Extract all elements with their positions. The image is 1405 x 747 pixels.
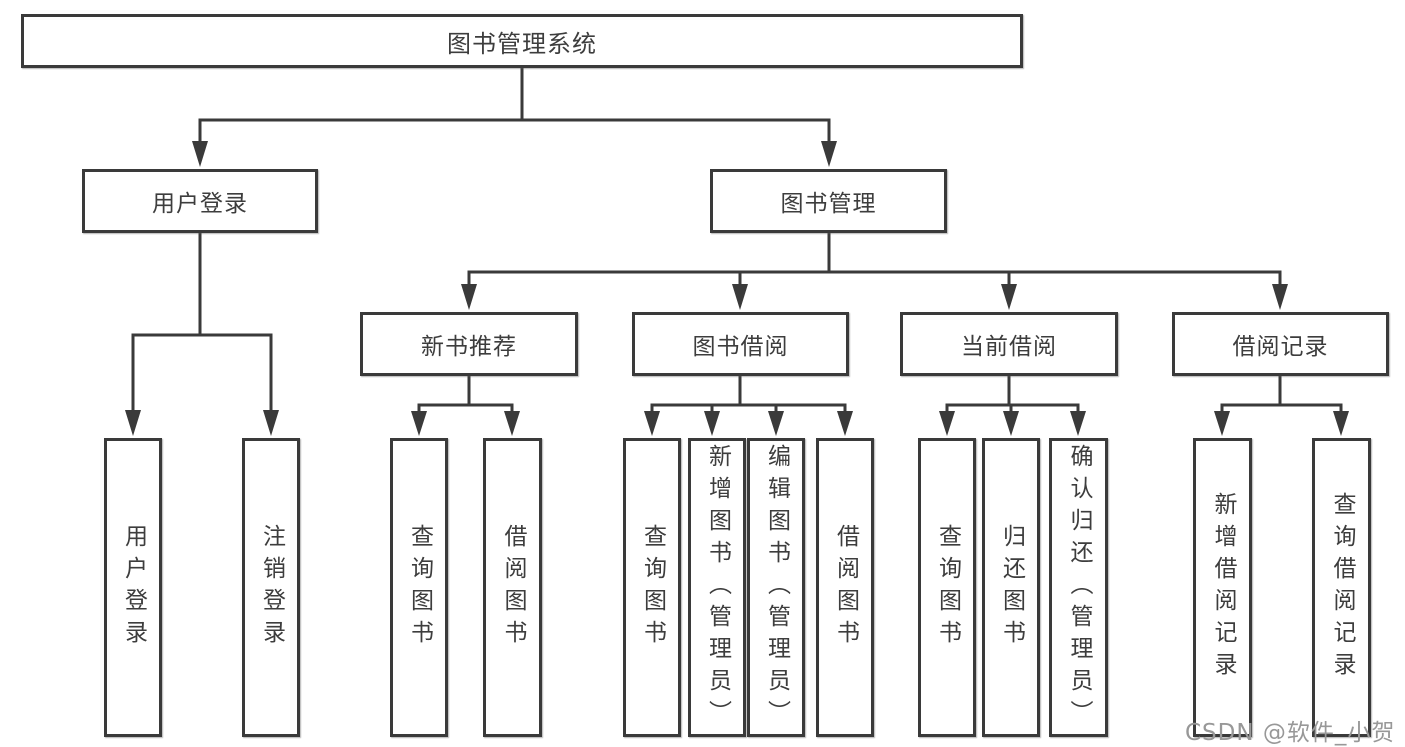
node-label: 新增借阅记录 [1210,491,1236,684]
node-label: 用户登录 [120,523,147,652]
node-add-books-admin: 新增图书（管理员） [688,438,746,737]
node-label: 查询图书 [639,523,666,652]
node-book-management: 图书管理 [710,169,947,233]
node-query-books-current: 查询图书 [918,438,976,737]
node-label: 查询图书 [934,523,961,652]
node-logout: 注销登录 [242,438,300,737]
node-label: 注销登录 [258,523,285,652]
node-query-books-borrowing: 查询图书 [623,438,681,737]
node-label: 编辑图书（管理员） [763,443,790,732]
node-library-management-system: 图书管理系统 [21,14,1023,68]
node-label: 借阅图书 [500,523,526,652]
node-user-login: 用户登录 [82,169,318,233]
node-query-borrow-record: 查询借阅记录 [1312,438,1371,737]
node-label: 查询图书 [406,523,433,652]
node-label: 确认归还（管理员） [1066,443,1092,732]
node-new-book-recommendation: 新书推荐 [360,312,578,376]
node-add-borrow-record: 新增借阅记录 [1193,438,1252,737]
node-borrowing-records: 借阅记录 [1172,312,1389,376]
node-query-books-recommend: 查询图书 [390,438,448,737]
csdn-watermark: CSDN @软件_小贺同学 [1185,720,1396,746]
node-borrow-books: 借阅图书 [816,438,874,737]
node-borrow-books-recommend: 借阅图书 [483,438,542,737]
node-edit-books-admin: 编辑图书（管理员） [747,438,805,737]
node-label: 查询借阅记录 [1329,491,1355,684]
node-confirm-return-admin: 确认归还（管理员） [1049,438,1108,737]
node-label: 新增图书（管理员） [704,443,731,732]
node-user-login-action: 用户登录 [104,438,162,737]
node-return-books: 归还图书 [982,438,1040,737]
node-label: 借阅图书 [832,523,859,652]
node-current-borrowing: 当前借阅 [900,312,1118,376]
node-book-borrowing: 图书借阅 [632,312,849,376]
node-label: 归还图书 [998,523,1025,652]
